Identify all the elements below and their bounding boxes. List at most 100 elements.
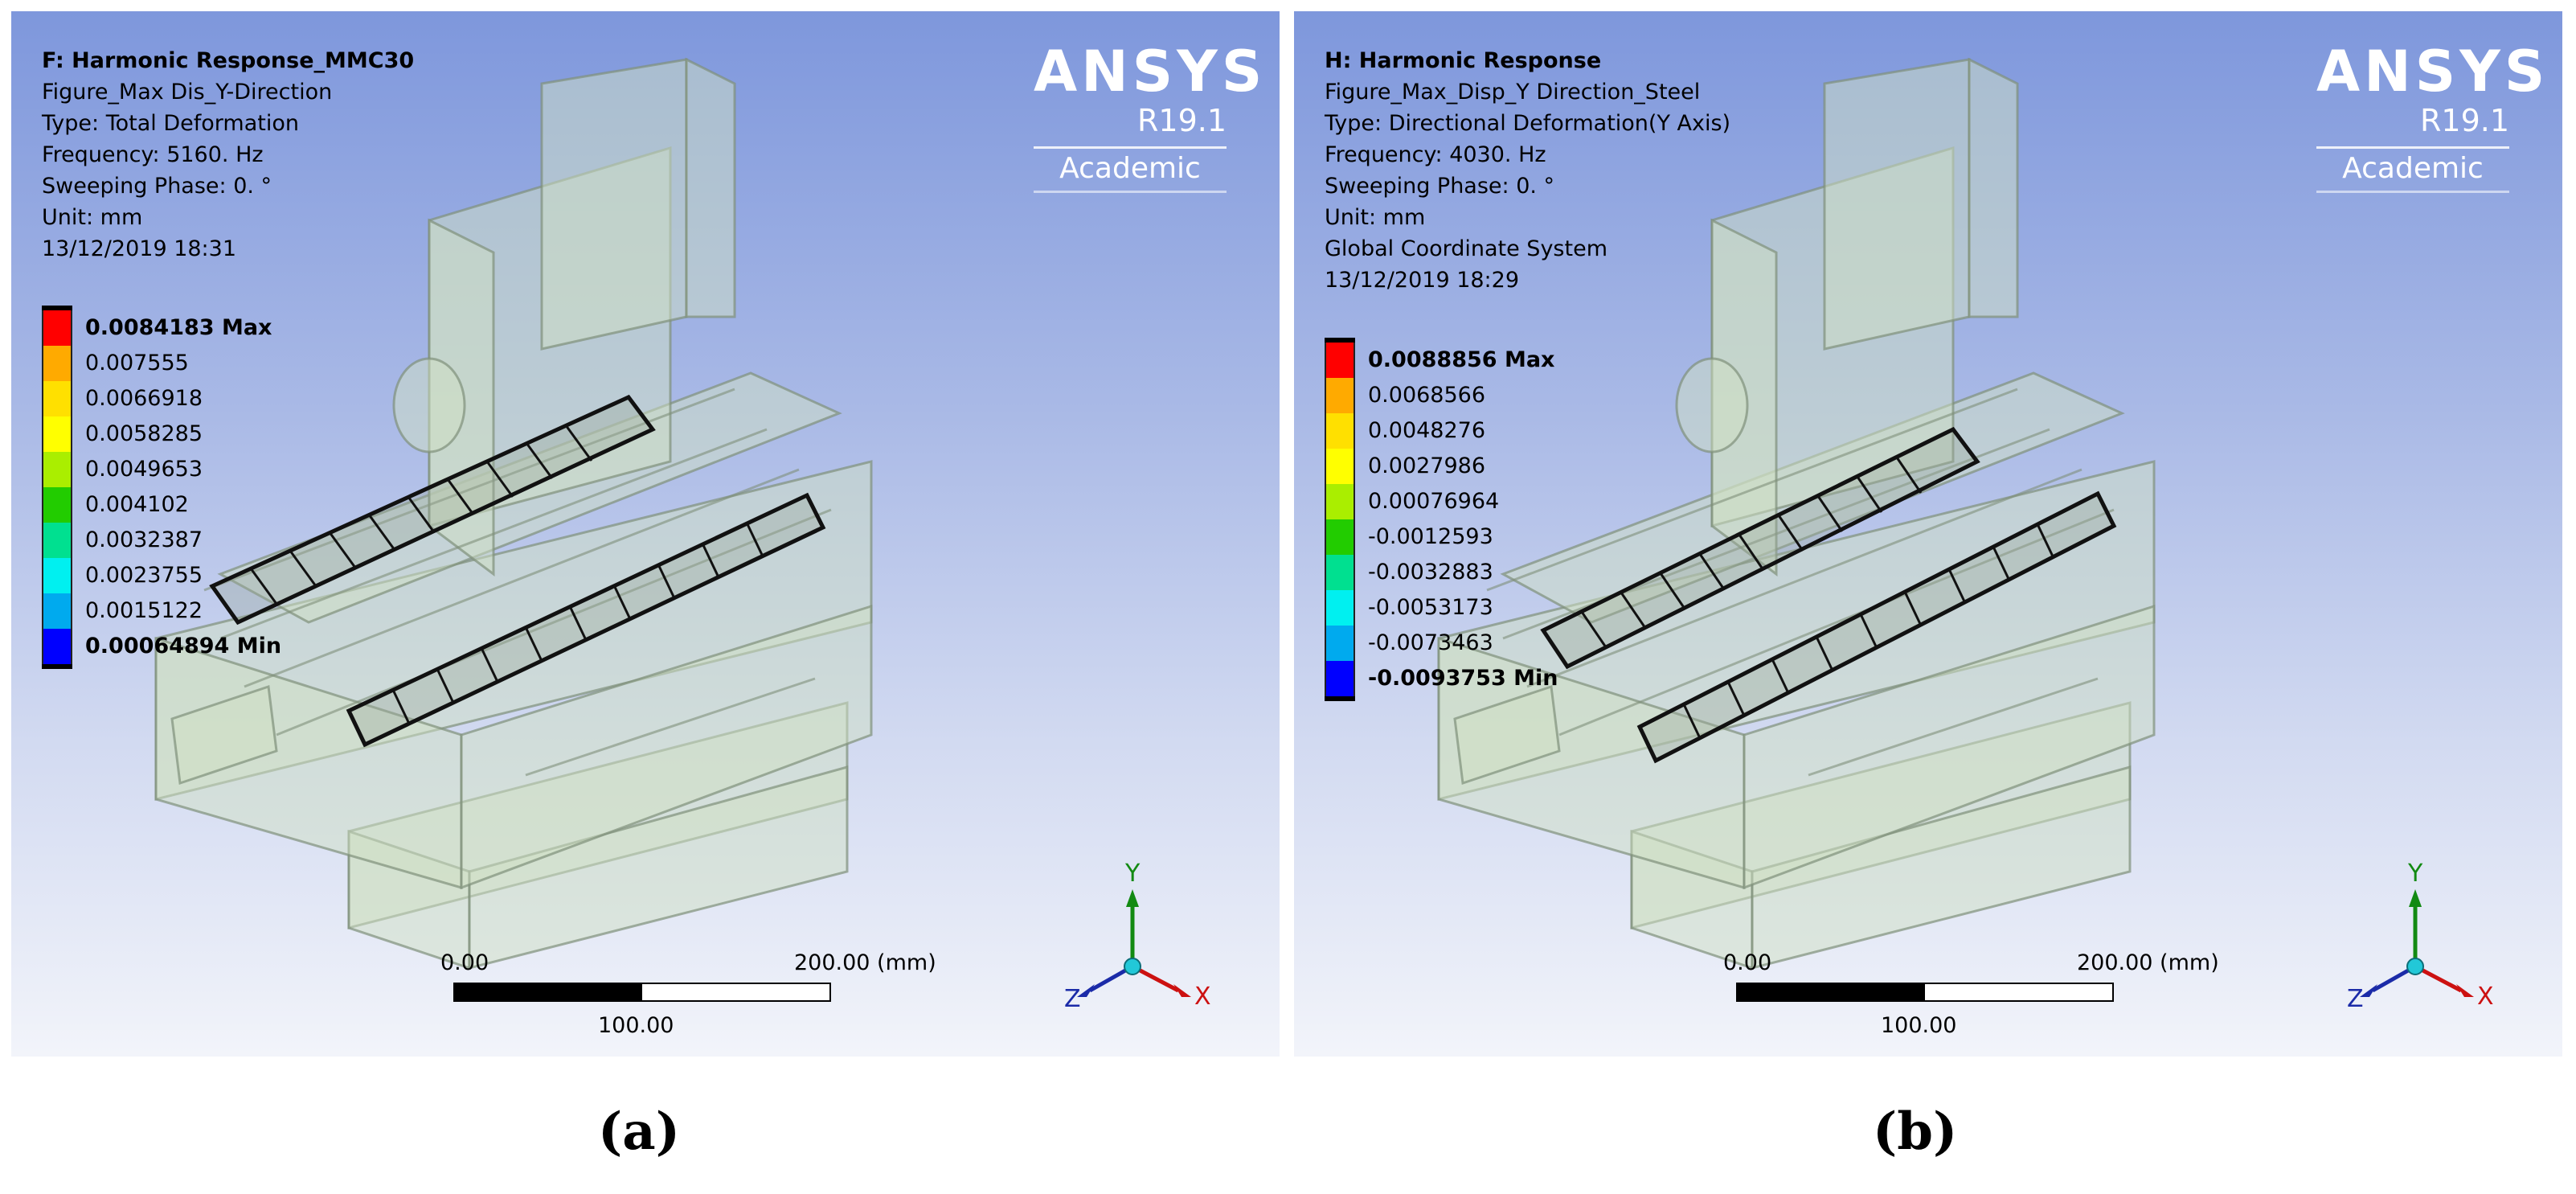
y-axis-arrow	[1126, 889, 1139, 907]
scale-bar-graphic	[1736, 983, 2114, 1002]
scale-bar-fill	[1738, 984, 1925, 1000]
z-axis-arrow	[1077, 984, 1095, 997]
ansys-logo: ANSYS R19.1 Academic	[1034, 39, 1267, 193]
viewport-panel-b[interactable]: H: Harmonic Response Figure_Max_Disp_Y D…	[1294, 11, 2562, 1057]
legend-label: 0.0068566	[1368, 383, 1486, 408]
legend-label: 0.004102	[85, 492, 189, 517]
legend-cap	[42, 306, 72, 310]
legend-swatch	[1325, 661, 1355, 696]
header-line: Frequency: 5160. Hz	[42, 142, 264, 167]
ansys-logo: ANSYS R19.1 Academic	[2316, 39, 2549, 193]
model-geometry	[1437, 57, 2156, 970]
z-axis-label: Z	[2347, 985, 2364, 1013]
legend-max-label: 0.0088856 Max	[1368, 347, 1555, 372]
legend-swatch	[42, 523, 72, 558]
y-axis-label: Y	[1124, 862, 1141, 888]
x-axis-arrow	[1173, 984, 1191, 997]
legend-swatch	[42, 452, 72, 487]
legend-label: 0.0027986	[1368, 453, 1486, 478]
header-line: Type: Directional Deformation(Y Axis)	[1325, 111, 1731, 136]
legend-swatch	[42, 381, 72, 416]
legend-label: 0.0049653	[85, 457, 203, 482]
legend-swatch	[42, 310, 72, 346]
legend-label: -0.0032883	[1368, 560, 1493, 585]
scale-right-label: 200.00 (mm)	[2077, 950, 2219, 975]
legend-label: -0.0012593	[1368, 524, 1493, 549]
legend-row: 0.0084183 Max	[42, 310, 272, 346]
legend-row: 0.0023755	[42, 558, 203, 593]
legend-label: 0.0058285	[85, 421, 203, 446]
color-legend[interactable]: 0.0088856 Max 0.0068566 0.0048276 0.0027…	[1325, 338, 1558, 701]
legend-row: -0.0053173	[1325, 590, 1493, 626]
axis-origin	[1124, 958, 1141, 975]
legend-row: -0.0032883	[1325, 555, 1493, 590]
z-axis-arrow	[2360, 984, 2377, 997]
x-axis-label: X	[1194, 983, 1211, 1011]
header-line: 13/12/2019 18:29	[1325, 268, 1520, 293]
legend-label: -0.0053173	[1368, 595, 1493, 620]
legend-label: -0.0073463	[1368, 630, 1493, 655]
legend-label: 0.0048276	[1368, 418, 1486, 443]
legend-row: 0.0027986	[1325, 449, 1485, 484]
header-line: Sweeping Phase: 0. °	[42, 174, 272, 199]
legend-row: 0.004102	[42, 487, 189, 523]
header-line: Figure_Max Dis_Y-Direction	[42, 80, 333, 105]
result-header: H: Harmonic Response Figure_Max_Disp_Y D…	[1325, 45, 1730, 296]
legend-row: 0.0068566	[1325, 378, 1485, 413]
legend-swatch	[1325, 590, 1355, 626]
legend-label: 0.007555	[85, 351, 189, 375]
legend-swatch	[1325, 484, 1355, 519]
legend-row: 0.0032387	[42, 523, 203, 558]
legend-row: 0.0088856 Max	[1325, 343, 1554, 378]
legend-row: 0.007555	[42, 346, 189, 381]
scale-left-label: 0.00	[440, 950, 489, 975]
legend-swatch	[42, 629, 72, 664]
legend-row: 0.0015122	[42, 593, 203, 629]
scale-mid-label: 100.00	[598, 1013, 674, 1038]
scale-left-label: 0.00	[1723, 950, 1772, 975]
logo-brand: ANSYS	[2316, 39, 2549, 105]
legend-cap	[1325, 338, 1355, 343]
axis-origin	[2406, 958, 2424, 975]
legend-row: 0.0049653	[42, 452, 203, 487]
legend-cap	[1325, 696, 1355, 701]
legend-swatch	[1325, 413, 1355, 449]
header-line: Type: Total Deformation	[42, 111, 299, 136]
logo-brand: ANSYS	[1034, 39, 1267, 105]
legend-max-label: 0.0084183 Max	[85, 315, 272, 340]
legend-swatch	[1325, 343, 1355, 378]
z-axis-label: Z	[1064, 985, 1081, 1013]
logo-edition: Academic	[1034, 146, 1227, 193]
color-legend[interactable]: 0.0084183 Max 0.007555 0.0066918 0.00582…	[42, 306, 281, 669]
legend-row: 0.0058285	[42, 416, 203, 452]
logo-version: R19.1	[2419, 103, 2509, 138]
legend-min-label: 0.00064894 Min	[85, 634, 282, 659]
legend-swatch	[42, 558, 72, 593]
legend-label: 0.0023755	[85, 563, 203, 588]
header-line: Global Coordinate System	[1325, 236, 1607, 261]
legend-row: 0.00076964	[1325, 484, 1499, 519]
legend-swatch	[1325, 555, 1355, 590]
x-axis-label: X	[2477, 983, 2494, 1011]
axis-triad[interactable]: Y X Z	[1064, 862, 1217, 1015]
scale-mid-label: 100.00	[1881, 1013, 1957, 1038]
logo-version: R19.1	[1136, 103, 1227, 138]
legend-label: 0.00076964	[1368, 489, 1500, 514]
legend-swatch	[42, 416, 72, 452]
header-line: Unit: mm	[1325, 205, 1426, 230]
header-line: H: Harmonic Response	[1325, 48, 1602, 73]
legend-label: 0.0032387	[85, 527, 203, 552]
legend-row: 0.0066918	[42, 381, 203, 416]
legend-swatch	[1325, 378, 1355, 413]
axis-triad[interactable]: Y X Z	[2347, 862, 2500, 1015]
legend-swatch	[42, 487, 72, 523]
legend-swatch	[1325, 519, 1355, 555]
legend-cap	[42, 664, 72, 669]
legend-row: -0.0012593	[1325, 519, 1493, 555]
legend-label: 0.0015122	[85, 598, 203, 623]
model-geometry	[154, 57, 873, 970]
viewport-panel-a[interactable]: F: Harmonic Response_MMC30 Figure_Max Di…	[11, 11, 1280, 1057]
y-axis-arrow	[2409, 889, 2422, 907]
legend-min-label: -0.0093753 Min	[1368, 666, 1558, 691]
result-header: F: Harmonic Response_MMC30 Figure_Max Di…	[42, 45, 414, 265]
